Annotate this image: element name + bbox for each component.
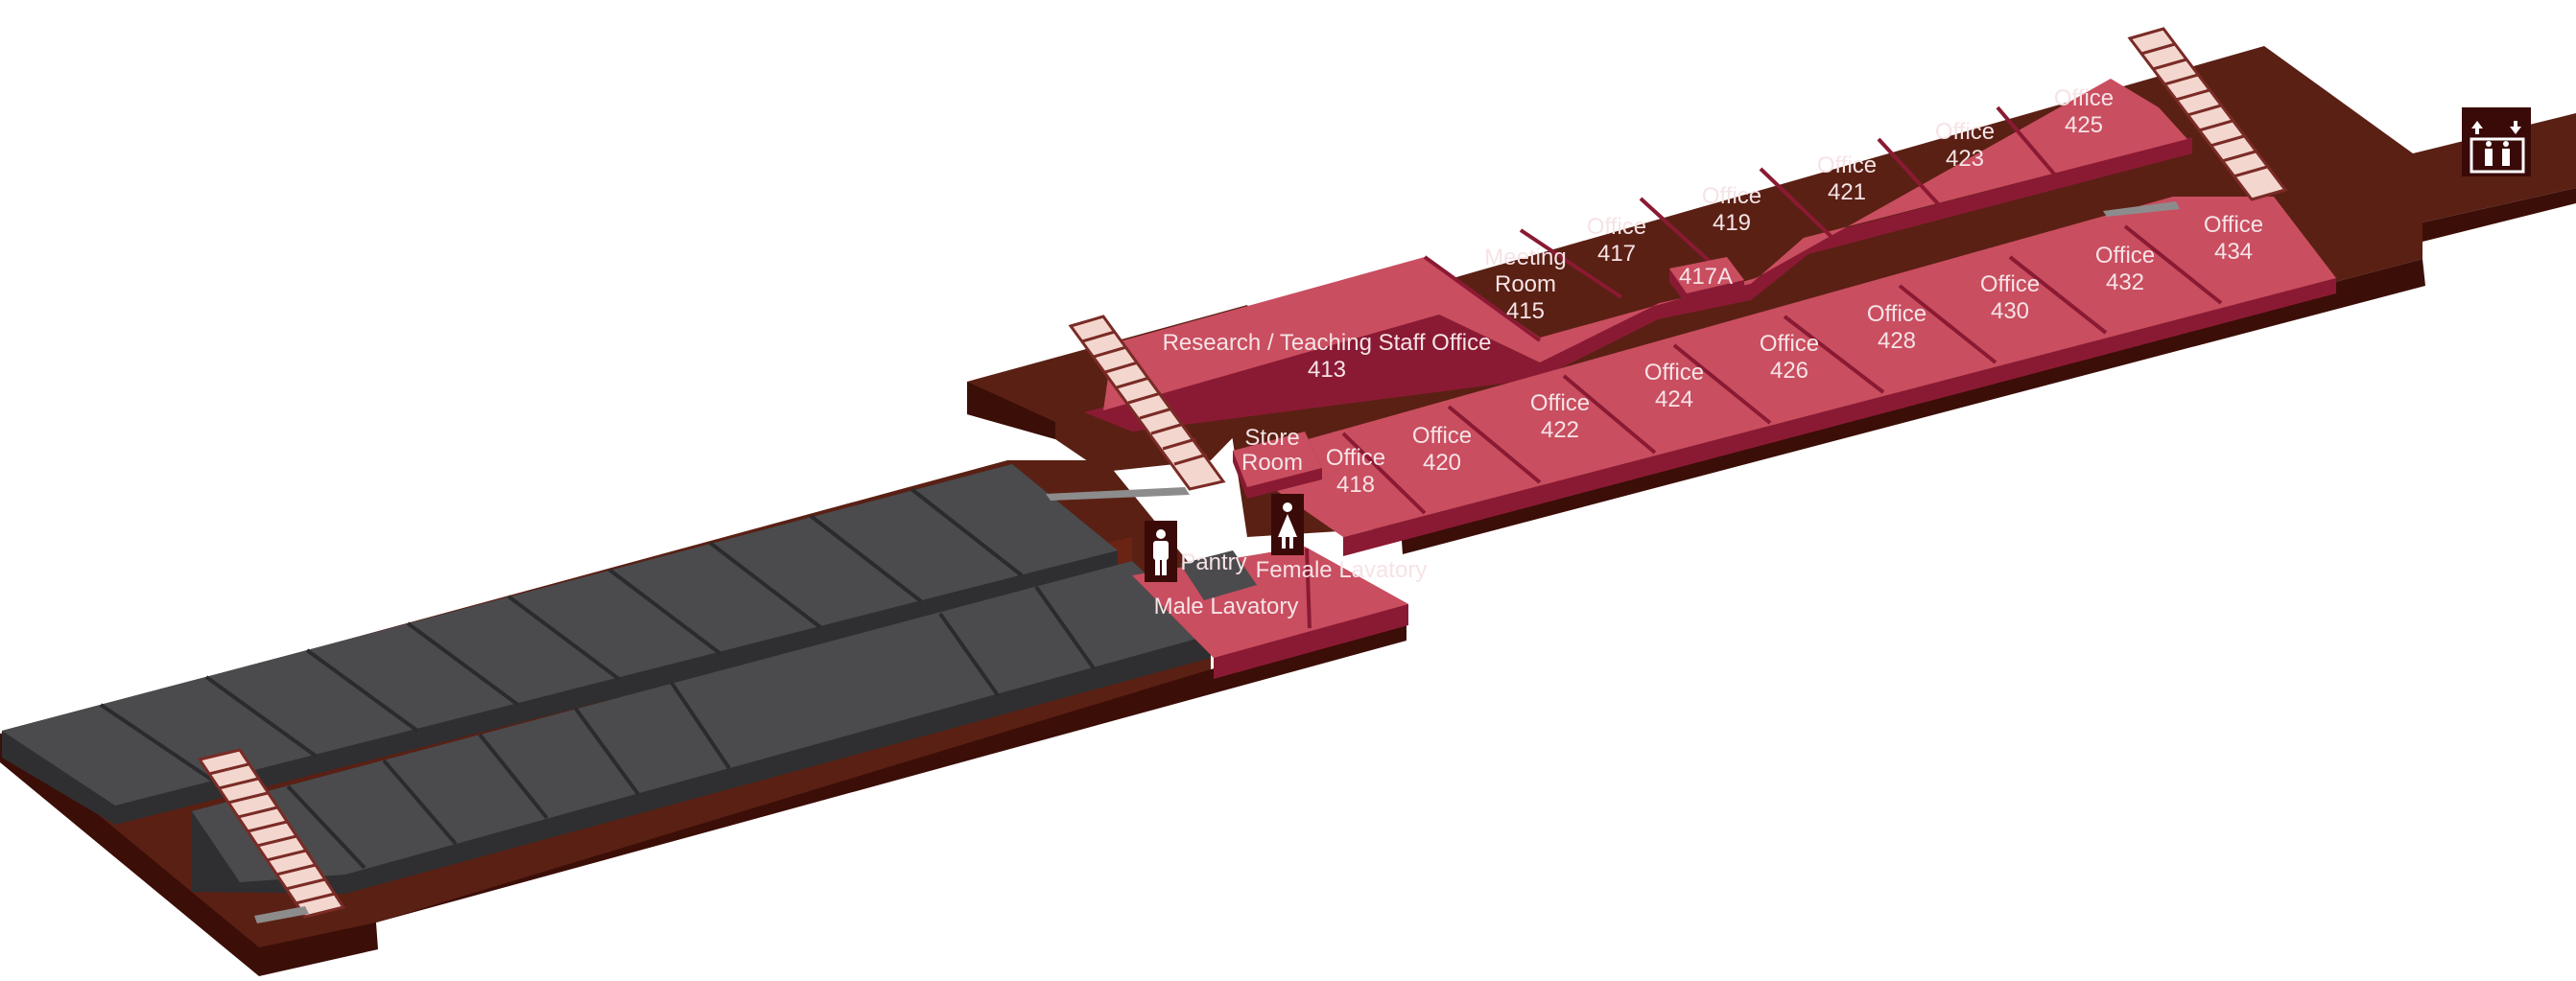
svg-text:423: 423 (1946, 146, 1984, 172)
svg-text:415: 415 (1506, 298, 1545, 324)
room-422[interactable]: Office 422 (1530, 390, 1590, 443)
svg-text:Office: Office (1980, 271, 2040, 297)
svg-text:Office: Office (1326, 445, 1385, 471)
svg-text:419: 419 (1713, 210, 1751, 236)
west-wing-rooms (2, 464, 1211, 894)
room-415[interactable]: Meeting Room 415 (1484, 245, 1566, 324)
svg-text:Pantry: Pantry (1180, 549, 1246, 575)
female-person-icon[interactable] (1271, 494, 1304, 555)
room-417[interactable]: Office 417 (1587, 214, 1646, 267)
svg-text:425: 425 (2065, 112, 2103, 138)
svg-text:Office: Office (2095, 243, 2155, 269)
svg-text:418: 418 (1336, 472, 1375, 498)
svg-text:422: 422 (1541, 417, 1579, 443)
svg-text:Female Lavatory: Female Lavatory (1256, 557, 1428, 583)
room-male-lavatory[interactable]: Male Lavatory (1154, 594, 1299, 619)
svg-text:Office: Office (1530, 390, 1590, 416)
stairs-icon (197, 748, 346, 919)
svg-text:Office: Office (1644, 360, 1704, 385)
svg-text:432: 432 (2106, 269, 2144, 295)
washroom-cluster (1132, 547, 1408, 679)
svg-text:417: 417 (1597, 241, 1636, 267)
svg-text:Research / Teaching Staff Offi: Research / Teaching Staff Office (1163, 330, 1492, 356)
svg-text:428: 428 (1878, 328, 1916, 354)
room-420[interactable]: Office 420 (1412, 423, 1472, 476)
room-432[interactable]: Office 432 (2095, 243, 2155, 295)
room-pantry[interactable]: Pantry (1180, 549, 1246, 575)
svg-text:Meeting: Meeting (1484, 245, 1566, 270)
svg-text:430: 430 (1991, 298, 2029, 324)
room-423[interactable]: Office 423 (1935, 119, 1995, 172)
room-labels: Research / Teaching Staff Office 413 Mee… (1154, 85, 2264, 619)
svg-text:Office: Office (1587, 214, 1646, 240)
room-413[interactable]: Research / Teaching Staff Office 413 (1163, 330, 1492, 383)
svg-text:420: 420 (1423, 450, 1461, 476)
east-wing-north-row (1084, 79, 2192, 432)
svg-text:Office: Office (2204, 212, 2263, 238)
svg-text:426: 426 (1770, 358, 1808, 384)
svg-text:413: 413 (1308, 357, 1346, 383)
room-female-lavatory[interactable]: Female Lavatory (1256, 557, 1428, 583)
svg-text:Office: Office (1702, 183, 1761, 209)
svg-text:Male Lavatory: Male Lavatory (1154, 594, 1299, 619)
svg-text:434: 434 (2214, 239, 2253, 265)
stairs-east[interactable] (2103, 27, 2288, 217)
room-425[interactable]: Office 425 (2054, 85, 2114, 138)
male-person-icon[interactable] (1145, 521, 1177, 582)
room-428[interactable]: Office 428 (1867, 301, 1926, 354)
svg-text:Store: Store (1244, 425, 1299, 451)
svg-text:Office: Office (1817, 152, 1877, 178)
svg-text:424: 424 (1655, 386, 1693, 412)
stairs-icon (1068, 315, 1226, 491)
svg-text:Office: Office (1867, 301, 1926, 327)
svg-text:Room: Room (1495, 271, 1556, 297)
svg-text:Office: Office (1935, 119, 1995, 145)
svg-text:Room: Room (1241, 450, 1303, 476)
room-424[interactable]: Office 424 (1644, 360, 1704, 412)
stairs-central[interactable] (1046, 315, 1226, 501)
svg-text:Office: Office (2054, 85, 2114, 111)
svg-text:421: 421 (1828, 179, 1866, 205)
svg-text:Office: Office (1412, 423, 1472, 449)
svg-text:Office: Office (1760, 331, 1819, 357)
lift-icon[interactable] (2462, 107, 2531, 176)
room-418[interactable]: Office 418 (1326, 445, 1385, 498)
room-430[interactable]: Office 430 (1980, 271, 2040, 324)
east-wing-south-row (1233, 197, 2336, 556)
room-store[interactable]: Store Room (1241, 425, 1303, 476)
room-421[interactable]: Office 421 (1817, 152, 1877, 205)
room-426[interactable]: Office 426 (1760, 331, 1819, 384)
room-434[interactable]: Office 434 (2204, 212, 2263, 265)
stairs-west[interactable] (197, 748, 346, 923)
room-419[interactable]: Office 419 (1702, 183, 1761, 236)
svg-text:417A: 417A (1679, 264, 1733, 290)
room-417a[interactable]: 417A (1679, 264, 1733, 290)
